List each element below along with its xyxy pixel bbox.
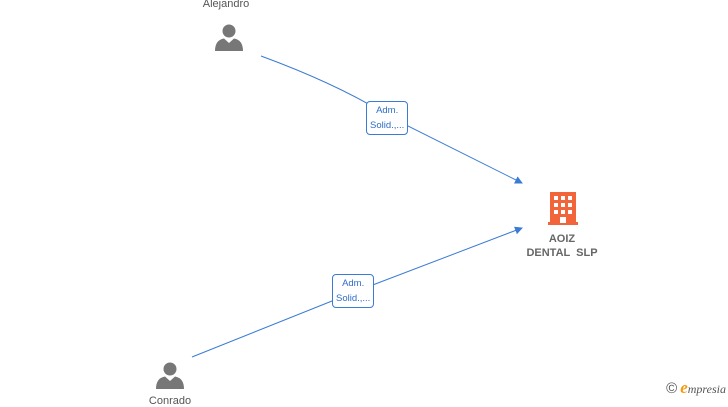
- person-name-label: Conrado: [148, 395, 192, 407]
- copyright-symbol: ©: [666, 380, 678, 397]
- edge-label-line: Solid.,...: [336, 293, 371, 304]
- edge-label-bottom[interactable]: Adm. Solid.,...: [332, 274, 375, 308]
- edge-label-line: Adm.: [376, 105, 399, 116]
- edge-label-line: Solid.,...: [370, 120, 405, 131]
- building-icon[interactable]: [548, 192, 578, 225]
- edge-label-line: Adm.: [342, 278, 365, 289]
- company-name-label[interactable]: AOIZ DENTAL SLP: [507, 232, 617, 260]
- person-icon[interactable]: [156, 362, 184, 390]
- company-name-line: AOIZ: [548, 233, 576, 245]
- brand-e-logo: e: [680, 378, 688, 397]
- person-name-label: Alejandro: [202, 0, 250, 10]
- person-icon[interactable]: [215, 24, 243, 52]
- empresia-watermark: © empresia: [666, 378, 726, 398]
- edge-label-top[interactable]: Adm. Solid.,...: [366, 101, 409, 135]
- company-name-line: DENTAL SLP: [526, 247, 598, 259]
- brand-name: mpresia: [687, 382, 726, 396]
